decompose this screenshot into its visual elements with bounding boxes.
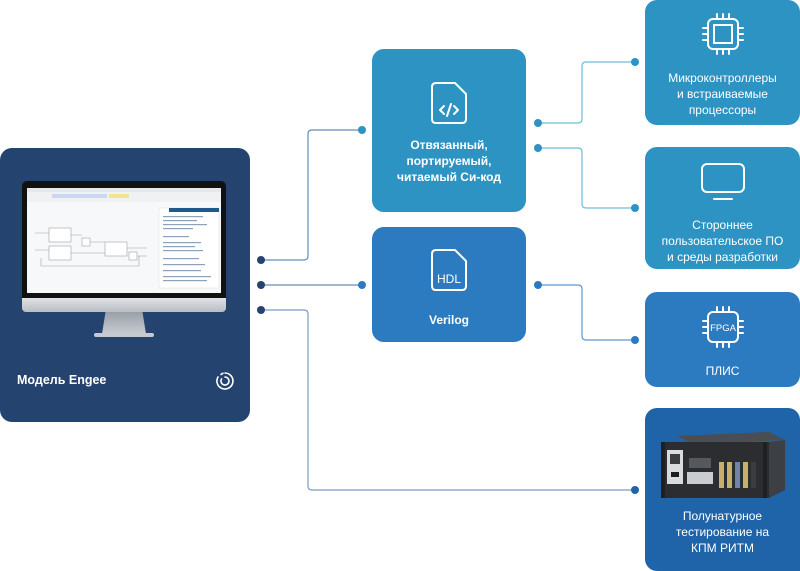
connector-c-to-mcu: [538, 61, 635, 124]
connector-engee-to-hil: [261, 309, 635, 491]
monitor-icon: [700, 162, 746, 202]
c-code-label: Отвязанный, портируемый, читаемый Си-код: [372, 137, 526, 185]
label-line: Микроконтроллеры: [668, 71, 777, 85]
c-code-card: Отвязанный, портируемый, читаемый Си-код: [372, 49, 526, 212]
monitor-chin: [22, 298, 226, 312]
fpga-chip-icon: FPGA: [701, 305, 745, 349]
label-line: Отвязанный,: [410, 138, 488, 152]
connector-dot: [631, 58, 639, 66]
monitor-bezel: [22, 181, 226, 298]
connector-dot: [534, 144, 542, 152]
svg-text:FPGA: FPGA: [710, 323, 737, 334]
fpga-label: ПЛИС: [705, 364, 740, 378]
label-line: пользовательское ПО: [661, 234, 784, 248]
label-line: Полунатурное: [682, 509, 763, 523]
hdl-file-icon: HDL: [431, 249, 467, 291]
label-line: и встраиваемые: [677, 87, 768, 101]
monitor-stand: [102, 312, 146, 334]
connector-dot: [631, 336, 639, 344]
verilog-label: Verilog: [428, 313, 469, 327]
engee-logo-icon: [215, 371, 235, 391]
connector-dot: [358, 281, 366, 289]
chip-icon: [701, 12, 745, 56]
connector-dot: [631, 486, 639, 494]
monitor-foot: [94, 333, 154, 337]
connector-c-to-ide: [538, 147, 635, 209]
label-line: КПМ РИТМ: [691, 541, 754, 555]
connector-dot: [358, 126, 366, 134]
connector-dot: [257, 281, 265, 289]
mcu-label: Микроконтроллеры и встраиваемые процессо…: [645, 70, 800, 118]
verilog-card: HDL Verilog: [372, 227, 526, 342]
label-line: тестирование на: [675, 525, 770, 539]
connector-dot: [631, 204, 639, 212]
third-party-software-card: Стороннее пользовательское ПО и среды ра…: [645, 147, 800, 269]
monitor-image: [22, 181, 226, 339]
third-party-software-label: Стороннее пользовательское ПО и среды ра…: [645, 217, 800, 265]
connector-engee-to-c: [261, 129, 362, 261]
engee-model-title: Модель Engee: [17, 373, 107, 387]
fpga-card: FPGA ПЛИС: [645, 292, 800, 387]
hil-testing-card: Полунатурное тестирование на КПМ РИТМ: [645, 408, 800, 571]
label-line: и среды разработки: [667, 250, 778, 264]
rack-server-image: [659, 428, 787, 500]
connector-dot: [534, 281, 542, 289]
hil-testing-label: Полунатурное тестирование на КПМ РИТМ: [645, 508, 800, 556]
label-line: читаемый Си-код: [397, 170, 501, 184]
svg-text:HDL: HDL: [437, 272, 461, 286]
connector-verilog-to-fpga: [538, 284, 635, 341]
connector-dot: [257, 306, 265, 314]
label-line: портируемый,: [406, 154, 492, 168]
connector-dot: [534, 119, 542, 127]
engee-editor-screenshot: [27, 188, 221, 293]
block-diagram-thumbnail: [27, 188, 221, 289]
connector-dot: [257, 256, 265, 264]
code-file-icon: [431, 82, 467, 124]
label-line: Стороннее: [692, 218, 753, 232]
mcu-card: Микроконтроллеры и встраиваемые процессо…: [645, 0, 800, 125]
label-line: процессоры: [688, 103, 757, 117]
